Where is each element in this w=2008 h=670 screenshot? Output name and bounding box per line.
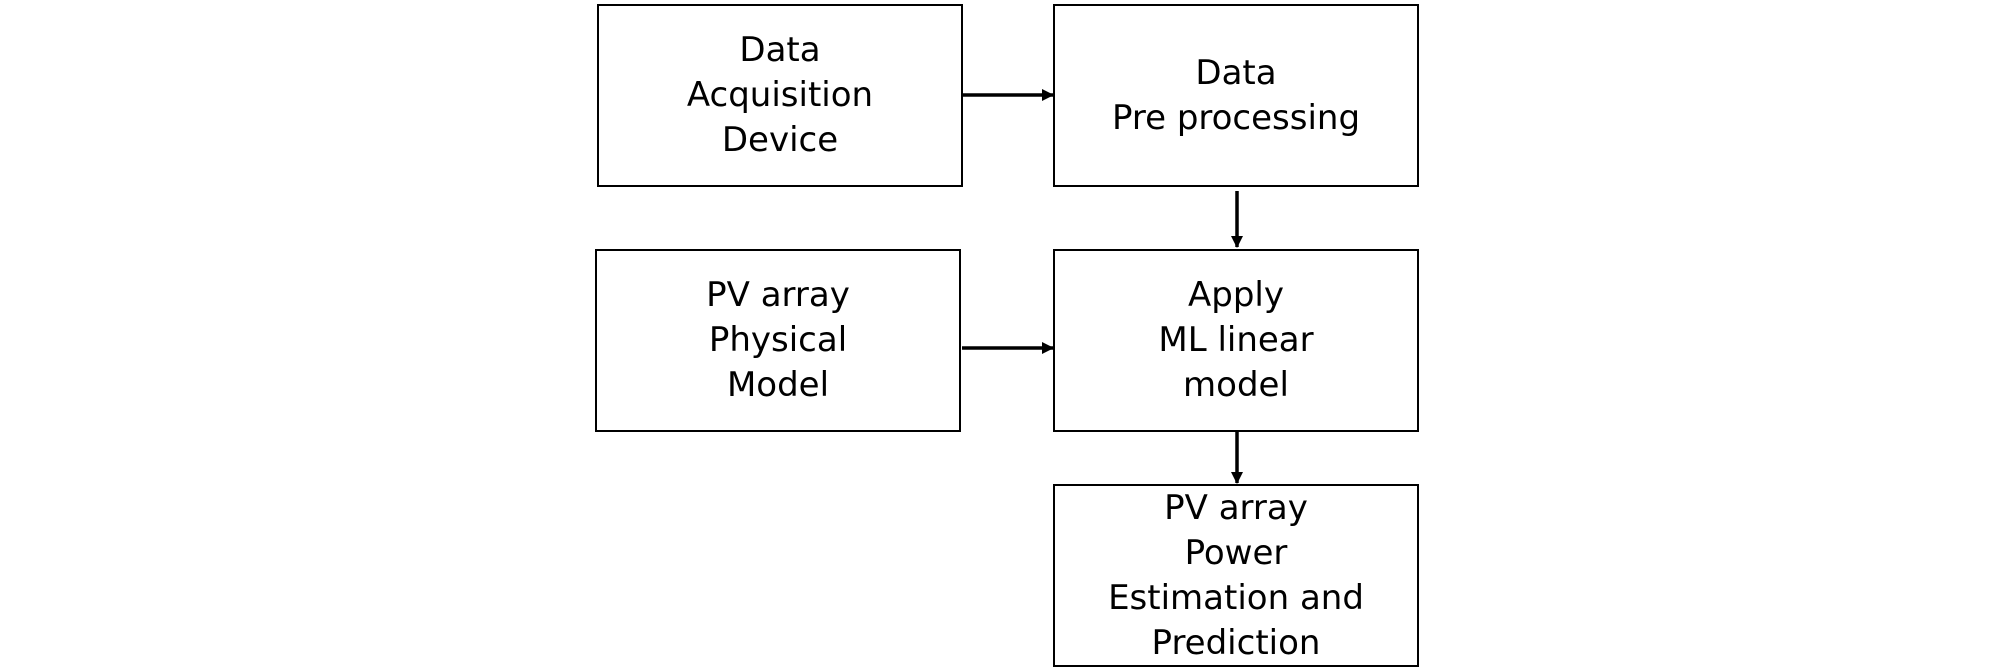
node-label-line: Apply (1187, 275, 1284, 315)
node-label-line: PV array (706, 275, 850, 315)
node-apply-ml-linear-model: Apply ML linear model (1053, 249, 1419, 432)
node-label-line: Prediction (1151, 622, 1321, 663)
node-label-line: Estimation and (1108, 577, 1364, 618)
node-pv-array-physical-model: PV array Physical Model (595, 249, 961, 432)
node-label-line: PV array (1164, 487, 1308, 528)
node-label-line: model (1183, 365, 1289, 405)
node-label-line: Model (726, 365, 830, 405)
node-pv-array-power-estimation: PV array Power Estimation and Prediction (1053, 484, 1419, 667)
node-data-acquisition-device: Data Acquisition Device (597, 4, 963, 187)
node-label-line: Device (721, 120, 839, 160)
node-label-line: Power (1184, 532, 1288, 573)
node-label-line: Data (1195, 52, 1277, 93)
node-label-line: Pre processing (1111, 97, 1361, 138)
node-data-preprocessing: Data Pre processing (1053, 4, 1419, 187)
node-label-line: Physical (708, 320, 848, 360)
node-label-line: Acquisition (686, 75, 874, 115)
node-label-line: ML linear (1158, 320, 1314, 360)
node-label-line: Data (739, 30, 821, 70)
